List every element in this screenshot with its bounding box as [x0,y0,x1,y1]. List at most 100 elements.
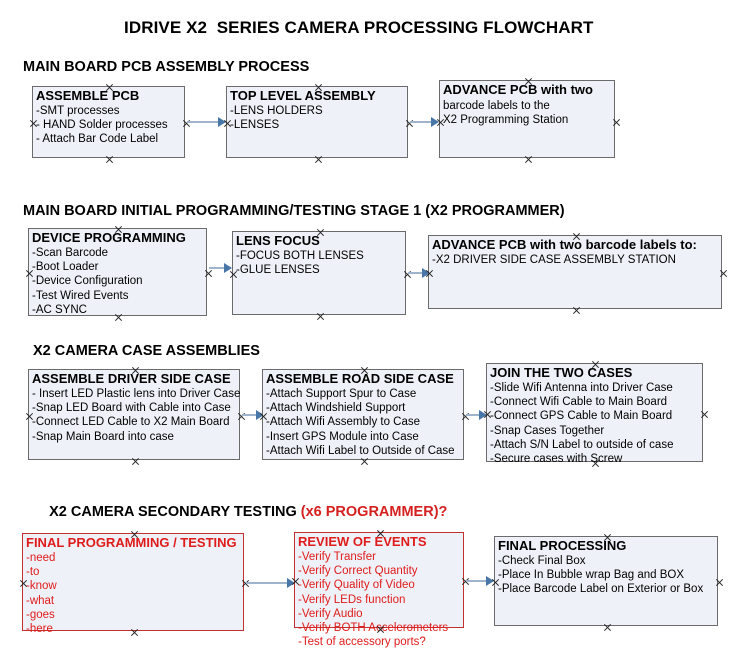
node-advance-pcb-case-assembly-station[interactable]: ADVANCE PCB with two barcode labels to: … [428,235,722,309]
node-lines: -Attach Support Spur to Case -Attach Win… [266,387,455,458]
node-device-programming[interactable]: DEVICE PROGRAMMING -Scan Barcode -Boot L… [28,228,207,316]
node-line: -Check Final Box [498,555,586,567]
node-line: -SMT processes [36,105,120,117]
arrowhead-icon [486,576,494,586]
connector-handle-right[interactable] [405,119,414,128]
node-lines: -Check Final Box -Place In Bubble wrap B… [498,554,703,597]
connector-handle-bottom[interactable] [105,155,114,164]
section-heading-4-accent: (x6 PROGRAMMER)? [300,504,448,520]
connector-handle-bottom[interactable] [131,457,140,466]
node-line: -Attach Support Spur to Case [266,388,417,400]
connector-handle-right[interactable] [700,410,709,419]
connector-handle-right[interactable] [204,269,213,278]
node-line: - HAND Solder processes [36,119,168,132]
node-top-level-assembly[interactable]: TOP LEVEL ASSEMBLY -LENS HOLDERS -LENSES [226,86,408,158]
node-line: -X2 DRIVER SIDE CASE ASSEMBLY STATION [432,254,676,266]
node-review-of-events[interactable]: REVIEW OF EVENTS -Verify Transfer -Verif… [294,532,464,648]
node-lines: -FOCUS BOTH LENSES -GLUE LENSES [236,249,364,277]
node-title: TOP LEVEL ASSEMBLY [230,88,376,103]
node-line: -Verify BOTH Accelerometers [298,622,449,635]
connector-handle-bottom[interactable] [603,623,612,632]
node-line: -Attach Wifi Assembly to Case [266,416,421,429]
connector-handle-bottom[interactable] [314,155,323,164]
connector-handle-bottom[interactable] [316,312,325,321]
connector-handle-bottom[interactable] [130,628,139,637]
connector-handle-bottom[interactable] [524,155,533,164]
node-line: X2 Programming Station [443,114,569,127]
node-lens-focus[interactable]: LENS FOCUS -FOCUS BOTH LENSES -GLUE LENS… [232,231,406,315]
node-line: -Snap Cases Together [490,424,605,437]
node-title: REVIEW OF EVENTS [298,534,427,549]
node-line: -know [26,580,57,593]
node-line: -to [26,566,40,579]
connector-handle-right[interactable] [719,269,728,278]
node-title: DEVICE PROGRAMMING [32,230,186,245]
node-line: -Device Configuration [32,275,143,288]
arrowhead-icon [422,268,430,278]
node-line: -Secure cases with Screw [490,453,623,466]
node-line: -FOCUS BOTH LENSES [236,250,364,262]
node-final-processing[interactable]: FINAL PROCESSING -Check Final Box -Place… [494,536,718,626]
connector-handle-right[interactable] [182,119,191,128]
section-heading-4: X2 CAMERA SECONDARY TESTING (x6 PROGRAMM… [33,488,447,536]
arrowhead-icon [218,117,226,127]
arrowhead-icon [479,410,487,420]
arrowhead-icon [256,410,264,420]
node-line: -Place Barcode Label on Exterior or Box [498,583,704,596]
node-title: JOIN THE TWO CASES [490,365,633,380]
node-line: -Attach Windshield Support [266,402,406,415]
node-title: ASSEMBLE DRIVER SIDE CASE [32,371,231,386]
arrowhead-icon [431,117,439,127]
node-join-the-two-cases[interactable]: JOIN THE TWO CASES -Slide Wifi Antenna i… [486,363,703,465]
section-heading-2: MAIN BOARD INITIAL PROGRAMMING/TESTING S… [23,203,565,219]
node-line: -Connect GPS Cable to Main Board [490,410,673,423]
node-title: FINAL PROGRAMMING / TESTING [26,535,237,550]
node-lines: -Verify Transfer -Verify Correct Quantit… [298,550,448,649]
node-line: -Slide Wifi Antenna into Driver Case [490,382,673,394]
connector-arrow [246,578,295,588]
arrowhead-icon [224,263,232,273]
node-line: -LENS HOLDERS [230,105,323,117]
node-title: ASSEMBLE ROAD SIDE CASE [266,371,454,386]
node-title: FINAL PROCESSING [498,538,627,553]
connector-handle-right[interactable] [403,270,412,279]
node-line: -AC SYNC [32,303,87,316]
node-lines: -need -to -know -what -goes -here [26,551,57,636]
node-line: -Verify Audio [298,607,363,620]
node-assemble-road-side-case[interactable]: ASSEMBLE ROAD SIDE CASE -Attach Support … [262,369,464,460]
node-line: -Verify LEDs function [298,593,406,606]
node-line: - Insert LED Plastic lens into Driver Ca… [32,388,241,400]
node-line: -here [26,623,53,636]
connector-arrow [466,410,487,420]
connector-handle-right[interactable] [715,578,724,587]
node-line: - Attach Bar Code Label [36,133,159,146]
connector-handle-right[interactable] [612,118,621,127]
node-lines: -LENS HOLDERS -LENSES [230,104,323,132]
node-line-overflow: -Test of accessory ports? [298,636,426,649]
node-line: -Verify Transfer [298,551,376,563]
connector-handle-bottom[interactable] [572,306,581,315]
node-line: -GLUE LENSES [236,264,320,277]
connector-arrow [209,263,232,273]
node-line: -Snap Main Board into case [32,430,174,443]
node-assemble-pcb[interactable]: ASSEMBLE PCB -SMT processes - HAND Solde… [32,86,185,158]
connector-arrow [408,268,430,278]
node-line: -Insert GPS Module into Case [266,430,419,443]
node-line: -goes [26,608,55,621]
connector-handle-right[interactable] [461,412,470,421]
node-lines: -SMT processes - HAND Solder processes -… [36,104,168,147]
node-line: -Connect LED Cable to X2 Main Board [32,416,230,429]
page-title: IDRIVE X2 SERIES CAMERA PROCESSING FLOWC… [124,18,594,37]
node-title: ADVANCE PCB with two barcode labels to: [432,237,697,252]
arrowhead-icon [287,578,295,588]
node-assemble-driver-side-case[interactable]: ASSEMBLE DRIVER SIDE CASE - Insert LED P… [28,369,240,460]
connector-arrow [187,117,226,127]
node-line: -Place In Bubble wrap Bag and BOX [498,569,685,582]
node-line: -Verify Quality of Video [298,579,415,592]
node-lines: -Slide Wifi Antenna into Driver Case -Co… [490,381,673,466]
node-line: -Connect Wifi Cable to Main Board [490,396,668,409]
node-line: -Verify Correct Quantity [298,565,418,578]
node-advance-pcb-programming-station[interactable]: ADVANCE PCB with two barcode labels to t… [439,80,615,158]
node-final-programming-testing[interactable]: FINAL PROGRAMMING / TESTING -need -to -k… [22,533,244,635]
